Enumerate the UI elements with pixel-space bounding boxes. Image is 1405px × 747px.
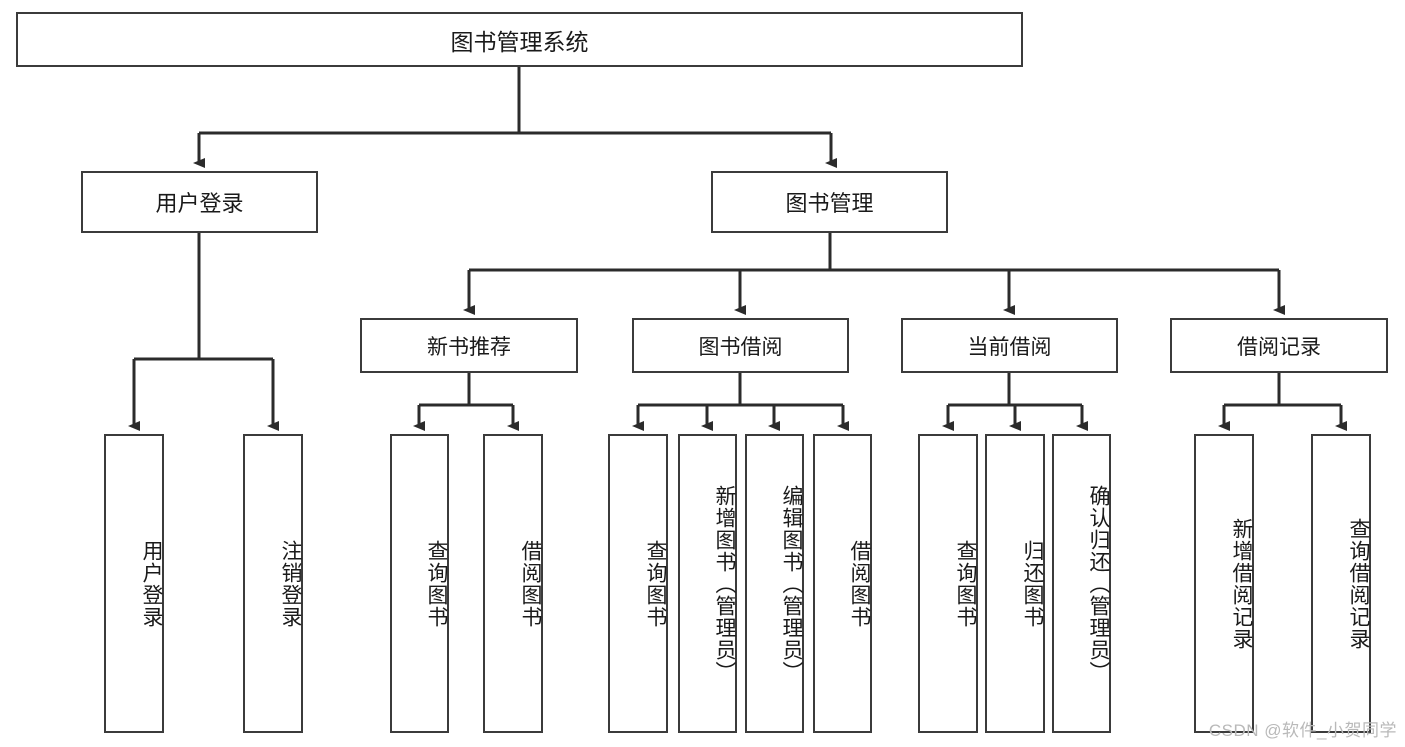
node-label: 查询图书 (425, 539, 448, 628)
node-label: 当前借阅 (967, 335, 1052, 359)
node-label: 编辑图书（管理员） (780, 484, 803, 683)
watermark: CSDN @软件_小贺同学 (1208, 721, 1397, 740)
node-label: 查询图书 (954, 539, 977, 628)
node-leaf-query-books-recommend[interactable]: 查询图书 (390, 434, 449, 733)
node-leaf-confirm-return-admin[interactable]: 确认归还（管理员） (1052, 434, 1111, 733)
node-root[interactable]: 图书管理系统 (16, 12, 1023, 67)
node-level3-new-book-recommend[interactable]: 新书推荐 (360, 318, 578, 373)
node-label: 新书推荐 (427, 335, 511, 359)
node-leaf-borrow-books[interactable]: 借阅图书 (813, 434, 872, 733)
node-leaf-logout[interactable]: 注销登录 (243, 434, 303, 733)
node-label: 新增图书（管理员） (713, 484, 736, 683)
node-leaf-borrow-books-recommend[interactable]: 借阅图书 (483, 434, 543, 733)
node-label: 归还图书 (1021, 539, 1044, 628)
node-level3-book-borrow[interactable]: 图书借阅 (632, 318, 849, 373)
node-leaf-return-books[interactable]: 归还图书 (985, 434, 1045, 733)
node-label: 图书借阅 (698, 335, 783, 359)
node-label: 用户登录 (140, 539, 163, 628)
node-label: 注销登录 (279, 539, 302, 628)
node-root-label: 图书管理系统 (450, 28, 589, 55)
node-level3-current-borrow[interactable]: 当前借阅 (901, 318, 1118, 373)
node-leaf-add-book-admin[interactable]: 新增图书（管理员） (678, 434, 737, 733)
node-label: 查询图书 (644, 539, 667, 628)
node-label: 图书管理 (785, 191, 874, 216)
node-leaf-user-login[interactable]: 用户登录 (104, 434, 164, 733)
node-leaf-edit-book-admin[interactable]: 编辑图书（管理员） (745, 434, 804, 733)
node-label: 借阅图书 (519, 539, 542, 628)
node-label: 新增借阅记录 (1230, 517, 1253, 650)
node-label: 借阅记录 (1237, 335, 1321, 359)
node-leaf-add-borrow-record[interactable]: 新增借阅记录 (1194, 434, 1254, 733)
node-leaf-query-books-current[interactable]: 查询图书 (918, 434, 978, 733)
node-leaf-query-borrow-record[interactable]: 查询借阅记录 (1311, 434, 1371, 733)
node-label: 用户登录 (155, 191, 244, 216)
node-level3-borrow-records[interactable]: 借阅记录 (1170, 318, 1388, 373)
node-label: 确认归还（管理员） (1087, 484, 1110, 683)
node-level2-book-management[interactable]: 图书管理 (711, 171, 948, 233)
node-label: 查询借阅记录 (1347, 517, 1370, 650)
node-leaf-query-books-borrow[interactable]: 查询图书 (608, 434, 668, 733)
node-label: 借阅图书 (848, 539, 871, 628)
node-level2-user-login[interactable]: 用户登录 (81, 171, 318, 233)
